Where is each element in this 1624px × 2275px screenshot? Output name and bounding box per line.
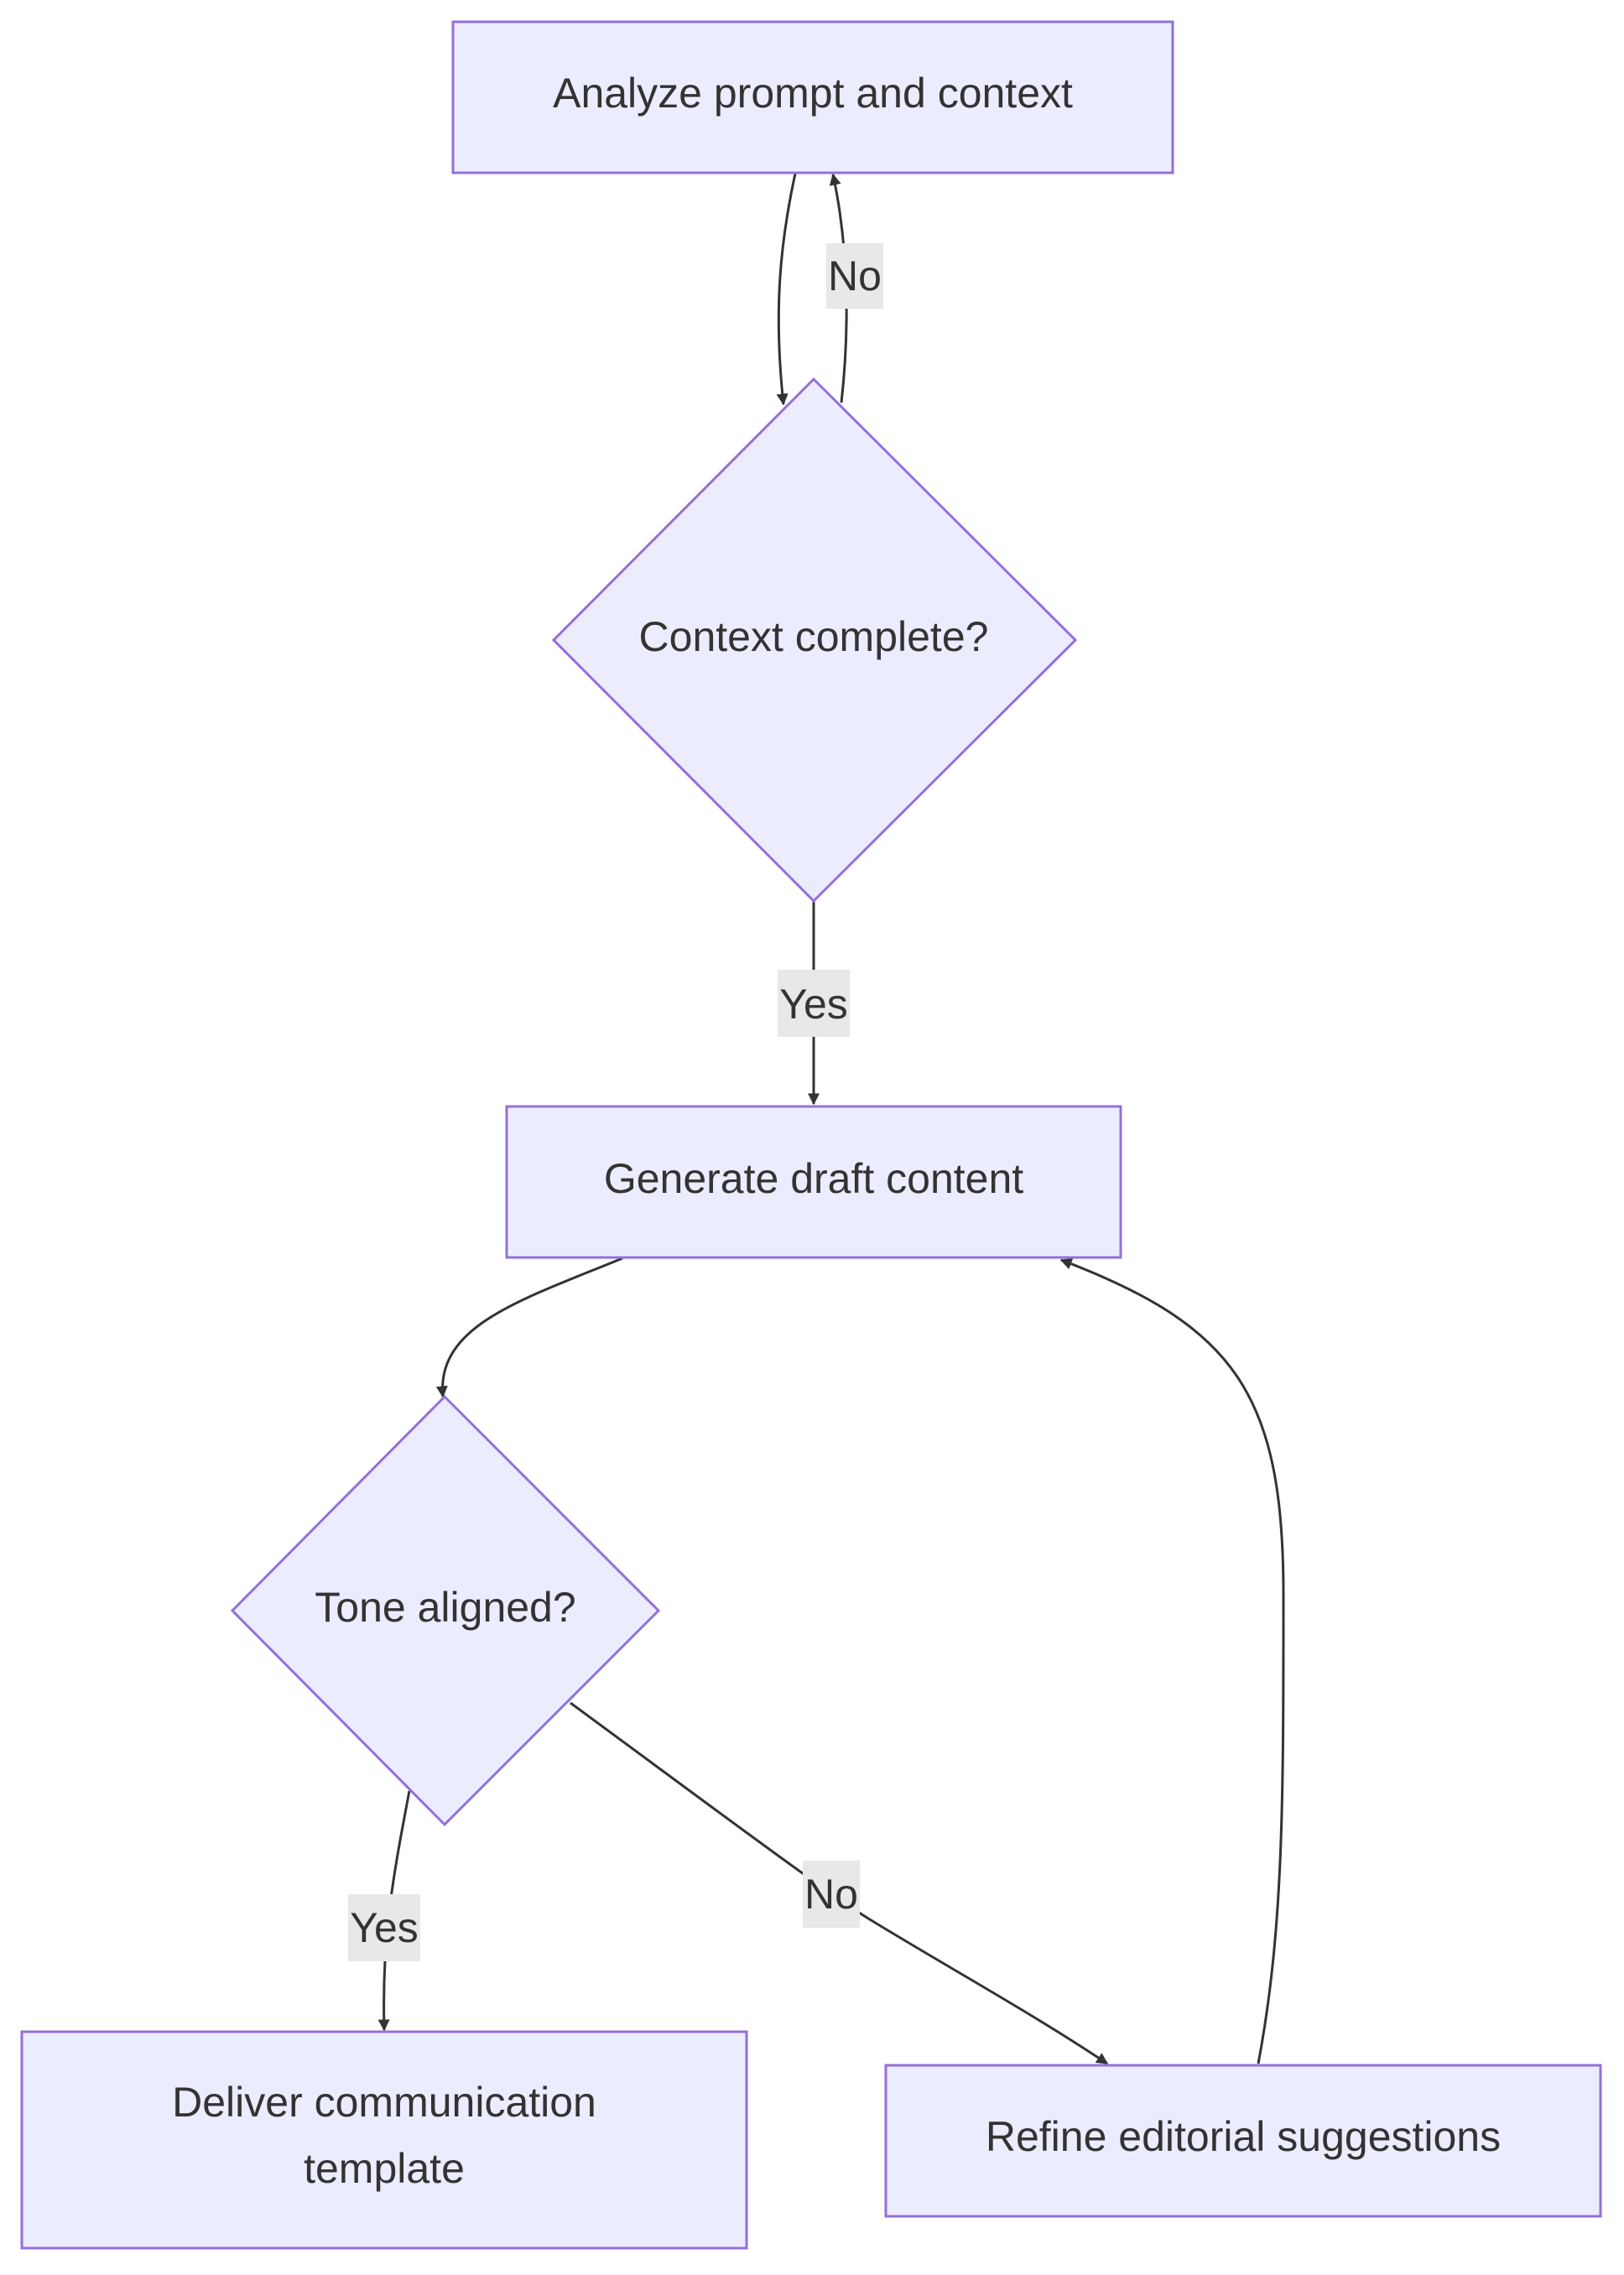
node-generate-draft: Generate draft content bbox=[505, 1105, 1122, 1259]
node-label: Refine editorial suggestions bbox=[986, 2113, 1501, 2160]
edge-generate-to-tone-check bbox=[435, 1257, 623, 1398]
edge-refine-to-generate bbox=[1059, 1257, 1285, 2064]
edge-tone-check-no-to-refine bbox=[570, 1701, 1109, 2065]
edge-analyze-to-context-check bbox=[776, 173, 797, 406]
node-label: Generate draft content bbox=[604, 1155, 1023, 1202]
node-label: Tone aligned? bbox=[315, 1584, 575, 1631]
edge-label-tone-no: No bbox=[803, 1861, 860, 1928]
node-label: Context complete? bbox=[639, 613, 989, 660]
edge-label-context-yes: Yes bbox=[778, 970, 850, 1037]
node-deliver-template: Deliver communication template bbox=[20, 2030, 748, 2250]
edge-label-text: Yes bbox=[350, 1904, 419, 1951]
edge-label-tone-yes: Yes bbox=[348, 1894, 420, 1961]
edge-label-context-no: No bbox=[826, 243, 883, 309]
node-label: Analyze prompt and context bbox=[553, 70, 1073, 117]
edge-label-text: Yes bbox=[779, 981, 848, 1028]
node-label-line-2: template bbox=[304, 2145, 465, 2192]
node-label-line-1: Deliver communication bbox=[172, 2079, 596, 2126]
node-context-complete-decision: Context complete? bbox=[551, 377, 1078, 903]
node-tone-aligned-decision: Tone aligned? bbox=[230, 1394, 661, 1827]
edge-label-text: No bbox=[828, 252, 882, 299]
node-analyze-prompt: Analyze prompt and context bbox=[451, 20, 1174, 174]
node-refine-suggestions: Refine editorial suggestions bbox=[884, 2064, 1602, 2218]
edge-label-text: No bbox=[804, 1871, 858, 1918]
